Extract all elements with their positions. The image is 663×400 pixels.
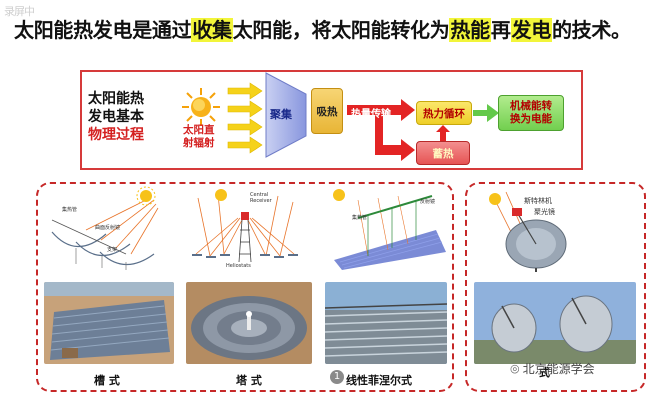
title-highlight-power: 发电 [510,18,552,42]
tower-caption: 塔 式 [236,374,262,387]
tower-receiver-line2: Receiver [250,198,272,204]
tower-photo [186,282,312,364]
output-line2: 换为电能 [510,113,552,125]
dish-photo [474,282,636,364]
process-label: 太阳能热 发电基本 物理过程 [88,90,144,144]
output-arrow [473,104,499,122]
fresnel-caption: 线性菲涅尔式 [346,374,412,387]
process-label-line1: 太阳能热 [88,91,144,107]
fresnel-diagram [334,195,446,270]
transfer-arrows [347,99,415,161]
trough-mirror-label: 曲面反射镜 [95,225,121,231]
storage-box: 蓄热 [416,141,470,165]
dish-concentrator-label: 聚光镜 [534,208,555,216]
tower-sun-icon [215,189,227,201]
tower-receiver-line1: Central [250,192,269,198]
dish-sun-icon [489,193,501,205]
tower-diagram [192,193,298,263]
output-line1: 机械能转 [510,100,552,112]
process-frame [80,70,583,170]
concentrator-types-panel [36,182,454,392]
process-label-line3: 物理过程 [88,127,144,143]
cycle-box: 热力循环 [416,101,472,125]
dish-diagram [493,191,567,272]
collect-shape [265,72,307,158]
sun-label-line1: 太阳直 [183,124,215,136]
sunlight-arrows [227,82,263,154]
collect-label: 聚集 [270,108,292,121]
output-box: 机械能转 换为电能 [498,95,564,131]
trough-caption: 槽 式 [94,374,120,387]
title-part: 太阳能热发电是通过 [14,18,192,42]
recording-watermark: 录屏中 [4,5,35,18]
sun-radiation-label: 太阳直 射辐射 [183,124,215,150]
storage-arrow-up [436,125,450,141]
wechat-icon: ◎ [510,362,520,375]
tower-heliostats-label: Heliostats [226,263,251,269]
title-part: 太阳能，将太阳能转化为 [232,18,450,42]
trough-collector-label: 集热管 [62,207,78,213]
sun-icon [182,88,220,126]
fresnel-photo [325,282,447,364]
trough-sun-icon [136,186,156,206]
dish-engine-label: 斯特林机 [524,197,552,205]
fresnel-badge: 1 [330,370,344,384]
trough-support-label: 支架 [107,247,118,253]
trough-diagram [51,197,159,270]
footer-watermark-text: 北京能源学会 [522,362,595,376]
title-highlight-collect: 收集 [191,18,233,42]
title-bar: 录屏中 太阳能热发电是通过收集太阳能，将太阳能转化为热能再发电的技术。 [0,0,663,52]
process-label-line2: 发电基本 [88,109,144,125]
trough-photo [44,282,174,364]
fresnel-sun-icon [333,189,345,201]
title-part: 再 [490,18,511,42]
fresnel-collector-label: 集热管 [352,215,368,221]
dish-caption: 式 [539,366,550,379]
fresnel-reflector-label: 反射镜 [420,199,436,205]
absorb-box: 吸热 [311,88,343,134]
sun-label-line2: 射辐射 [183,137,215,149]
page-title: 太阳能热发电是通过收集太阳能，将太阳能转化为热能再发电的技术。 [14,14,631,43]
title-part: 的技术。 [551,18,631,42]
dish-panel [465,182,646,392]
tower-receiver-label: Central Receiver [250,192,272,204]
footer-watermark: ◎ 北京能源学会 [510,360,595,377]
title-highlight-heat: 热能 [449,18,491,42]
transfer-label: 热量传输 [351,109,391,120]
